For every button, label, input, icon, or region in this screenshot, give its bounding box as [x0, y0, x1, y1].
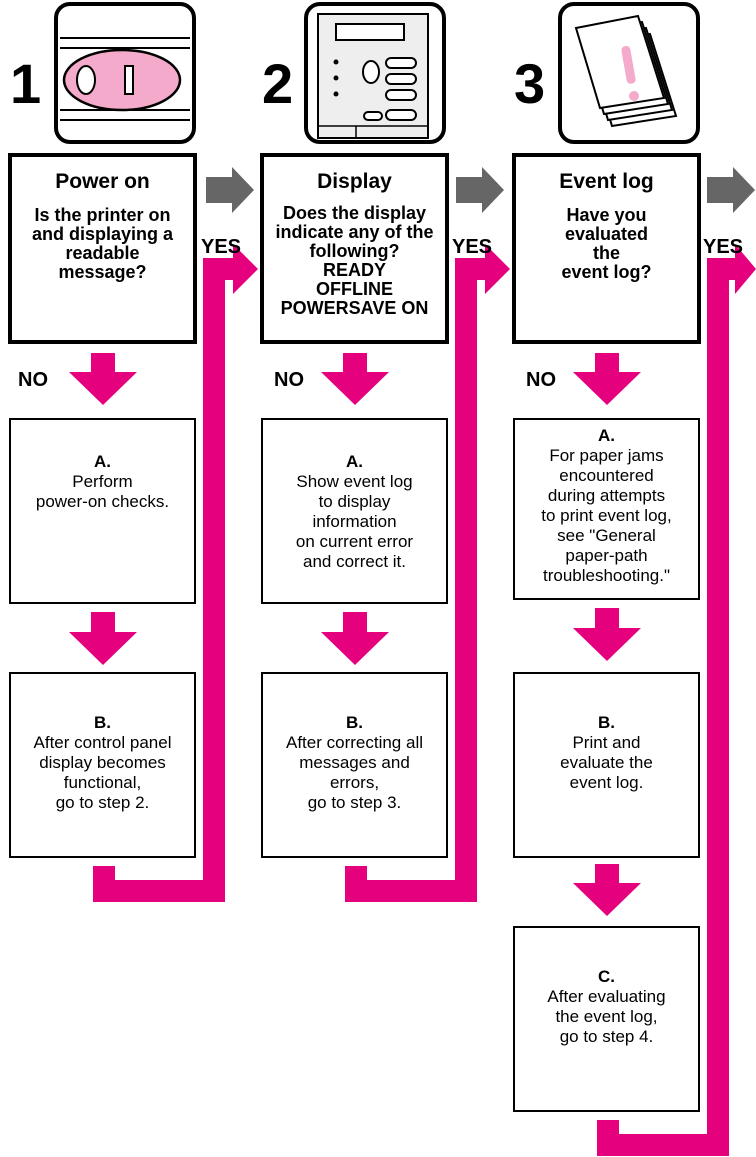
- step1-action-b: B. After control panel display becomes f…: [12, 713, 193, 813]
- yes-arrow-1: [206, 167, 254, 213]
- step3-action-c-box: [513, 926, 700, 1112]
- event-log-question-box: [512, 153, 701, 344]
- step3-action-a-text: For paper jams encountered during attemp…: [541, 446, 672, 585]
- control-panel-icon: [304, 2, 446, 144]
- step3-action-c-text: After evaluating the event log, go to st…: [547, 987, 666, 1046]
- connector-step3-to-step4: [597, 244, 756, 1156]
- connector-step2-to-step3: [345, 244, 510, 902]
- no-label-3: NO: [526, 369, 556, 391]
- step3-question-text: Have you evaluated the event log?: [561, 205, 652, 282]
- down-arrow-3a: [573, 608, 641, 661]
- step1-action-a-text: Perform power-on checks.: [35, 472, 170, 511]
- step2-title: Display: [317, 170, 392, 193]
- step3-title: Event log: [559, 170, 654, 193]
- step1-title: Power on: [55, 170, 150, 193]
- connector-step1-to-step2: [93, 244, 258, 902]
- step3-action-a-box: [513, 418, 700, 600]
- step2-action-a: A. Show event log to display information…: [264, 452, 445, 572]
- step-number-3: 3: [514, 52, 546, 115]
- event-log-icon: [558, 2, 700, 144]
- step1-action-b-label: B.: [94, 713, 111, 732]
- step2-action-b-text: After correcting all messages and errors…: [286, 733, 423, 812]
- step3-action-a-label: A.: [598, 426, 615, 445]
- step-number-1: 1: [10, 52, 42, 115]
- step2-action-a-label: A.: [346, 452, 363, 471]
- step1-question-text: Is the printer on and displaying a reada…: [31, 205, 174, 282]
- no-arrow-3: [573, 353, 641, 405]
- step2-action-b-label: B.: [346, 713, 363, 732]
- step1-action-a-box: [9, 418, 196, 604]
- step3-action-c-label: C.: [598, 967, 615, 986]
- yes-label-1: YES: [201, 236, 242, 258]
- down-arrow-1: [69, 612, 137, 665]
- display-question-box: [260, 153, 449, 344]
- step3-action-b: B. Print and evaluate the event log.: [516, 713, 697, 793]
- step2-action-a-box: [261, 418, 448, 604]
- no-label-1: NO: [18, 369, 48, 391]
- power-on-question-box: [8, 153, 197, 344]
- step1-question: Power on Is the printer on and displayin…: [12, 170, 193, 282]
- step1-action-b-text: After control panel display becomes func…: [33, 733, 172, 812]
- step2-action-a-text: Show event log to display information on…: [295, 472, 414, 571]
- step2-question: Display Does the display indicate any of…: [264, 170, 445, 318]
- no-arrow-2: [321, 353, 389, 405]
- down-arrow-2: [321, 612, 389, 665]
- yes-arrow-3: [707, 167, 755, 213]
- yes-arrow-2: [456, 167, 504, 213]
- no-label-2: NO: [274, 369, 304, 391]
- step3-action-b-box: [513, 672, 700, 858]
- yes-label-3: YES: [703, 236, 744, 258]
- step1-action-a-label: A.: [94, 452, 111, 471]
- yes-label-2: YES: [452, 236, 493, 258]
- no-arrow-1: [69, 353, 137, 405]
- step3-action-b-text: Print and evaluate the event log.: [560, 733, 653, 792]
- step3-action-c: C. After evaluating the event log, go to…: [516, 967, 697, 1047]
- step2-action-b: B. After correcting all messages and err…: [264, 713, 445, 813]
- power-switch-icon: [54, 2, 196, 144]
- step3-action-b-label: B.: [598, 713, 615, 732]
- step2-action-b-box: [261, 672, 448, 858]
- down-arrow-3b: [573, 864, 641, 916]
- step2-question-text: Does the display indicate any of the fol…: [275, 203, 434, 318]
- step1-action-a: A. Perform power-on checks.: [12, 452, 193, 512]
- step3-question: Event log Have you evaluated the event l…: [516, 170, 697, 282]
- step-number-2: 2: [262, 52, 294, 115]
- step1-action-b-box: [9, 672, 196, 858]
- step3-action-a: A. For paper jams encountered during att…: [516, 426, 697, 586]
